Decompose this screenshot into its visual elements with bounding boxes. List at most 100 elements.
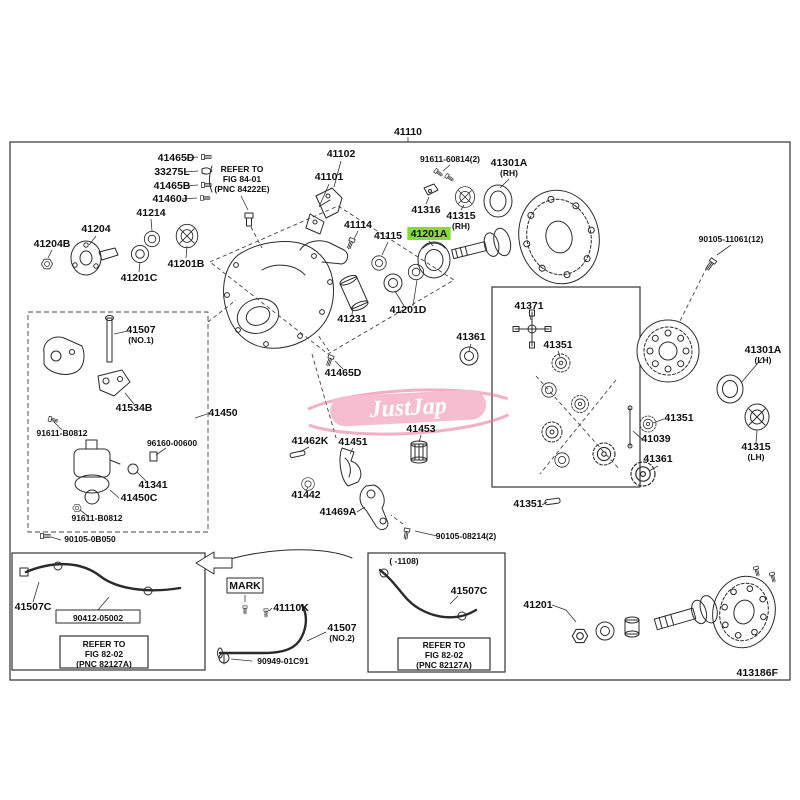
watermark-text: JustJap <box>368 393 448 423</box>
side-gear-41351-top <box>551 353 571 373</box>
part-label-41442: 41442 <box>291 489 320 501</box>
part-label-41101: 41101 <box>315 171 344 183</box>
bracket-41316-drawing <box>423 183 439 196</box>
part-label-41507C: 41507C <box>15 601 52 613</box>
highlighted-part-marker <box>407 227 451 240</box>
top-left-leader-lines <box>181 156 249 211</box>
part-label-41115: 41115 <box>374 230 402 242</box>
assembly-axis-dash-2 <box>539 379 617 475</box>
washer-in-box-1 <box>541 382 557 398</box>
breather-tube-41507 <box>106 317 113 363</box>
part-label-RH: (RH) <box>500 168 518 178</box>
breather-plug-icon <box>244 212 254 227</box>
bearing-41201B <box>175 223 199 249</box>
dust-deflector-41214 <box>143 230 161 248</box>
part-label-91611-608142: 91611-60814(2) <box>420 154 480 164</box>
pinion-gear-in-box-1 <box>571 395 589 413</box>
part-label-PNC84222E: (PNC 84222E) <box>214 184 269 194</box>
diagram-border <box>9 141 791 681</box>
carrier-dashed-outline <box>209 205 455 355</box>
differential-case-drawing <box>636 319 700 383</box>
gear-41361-right <box>630 461 656 487</box>
part-label-MARK: MARK <box>229 580 261 592</box>
actuator-41450C-drawing <box>73 439 121 505</box>
part-label-41371: 41371 <box>514 300 543 312</box>
bearing-cap-drawing <box>305 187 343 235</box>
watermark-swoosh-top <box>307 388 509 411</box>
final-drive-41201-drawing <box>571 565 777 649</box>
part-label-413186F: 413186F <box>737 667 779 679</box>
shim-41351-bottom <box>544 497 561 506</box>
part-label-NO1: (NO.1) <box>128 335 154 345</box>
side-gear-in-box <box>592 442 616 466</box>
part-label-41465B: 41465B <box>154 180 191 192</box>
part-label-41361: 41361 <box>456 331 485 343</box>
companion-flange-drawing <box>70 240 119 276</box>
left-arrow-icon <box>195 551 233 575</box>
case-leaders <box>740 356 764 444</box>
part-label-41201C: 41201C <box>121 272 158 284</box>
part-label-41465D: 41465D <box>158 152 195 164</box>
part-label-41201B: 41201B <box>168 258 205 270</box>
hose-right-leader <box>449 595 459 605</box>
part-label-41534B: 41534B <box>116 402 153 414</box>
part-label-FIG84-01: FIG 84-01 <box>223 174 262 184</box>
lever-41534B-drawing <box>97 369 131 397</box>
part-label-90105-082142: 90105-08214(2) <box>436 531 497 541</box>
part-label-41351: 41351 <box>513 498 542 510</box>
side-gear-41351-right <box>639 415 657 433</box>
part-label-41450C: 41450C <box>121 492 158 504</box>
flange-nut-41204B <box>41 258 53 270</box>
refer-box-right <box>397 637 491 671</box>
internals-box <box>491 286 641 488</box>
part-label-41301A: 41301A <box>491 157 528 169</box>
stud-icon-a <box>752 565 761 578</box>
part-label-41315: 41315 <box>446 210 475 222</box>
part-label-LH: (LH) <box>755 355 772 365</box>
plug-leader-dash <box>250 226 263 249</box>
part-label-91611-B0812: 91611-B0812 <box>71 513 122 523</box>
part-label-41316: 41316 <box>411 204 440 216</box>
clip-90949-drawing <box>218 651 230 665</box>
part-label-41453: 41453 <box>406 423 435 435</box>
part-label-41507: 41507 <box>327 622 356 634</box>
part-label-90949-01C91: 90949-01C91 <box>257 656 309 666</box>
part-label-91611-B0812: 91611-B0812 <box>36 428 87 438</box>
pinion-leaders <box>351 230 434 316</box>
spacer-41201D-b <box>407 263 425 281</box>
watermark-band <box>330 389 487 427</box>
part-label-90412-05002: 90412-05002 <box>73 613 123 623</box>
mark-box <box>226 577 264 594</box>
bracket-drawing <box>43 336 85 375</box>
knob-41453-drawing <box>410 440 428 464</box>
stud-icon-b <box>768 571 777 584</box>
part-label-41201D: 41201D <box>390 304 427 316</box>
justjap-watermark: JustJap <box>307 388 510 436</box>
link-dash-down <box>311 353 337 439</box>
pinion-bearing-41201A-drawing <box>417 241 451 279</box>
differential-carrier-drawing <box>223 240 349 349</box>
bolt-91611-a <box>433 168 445 178</box>
part-label-41204B: 41204B <box>34 238 71 250</box>
pinion-shaft-41039-drawing <box>627 405 633 449</box>
bolt-91611-B0812-lower <box>72 504 82 512</box>
ring-gear-drawing <box>518 189 600 285</box>
part-label-41451: 41451 <box>338 436 367 448</box>
left-box-leaders <box>50 330 208 541</box>
part-label-41462K: 41462K <box>292 435 329 447</box>
bolt-90105-0B050 <box>40 533 52 539</box>
bolt-41114 <box>345 237 356 251</box>
cylinder-41231-drawing <box>339 274 369 312</box>
shift-fork-41451-drawing <box>339 447 362 487</box>
part-label-41039: 41039 <box>641 433 670 445</box>
part-label-NO2: (NO.2) <box>329 633 355 643</box>
part-label-41469A: 41469A <box>320 506 357 518</box>
watermark-swoosh-bottom <box>308 413 510 436</box>
lever-41469A-drawing <box>359 484 389 531</box>
part-label-41460J: 41460J <box>152 193 187 205</box>
part-label--1108: ( -1108) <box>389 556 418 566</box>
bolt-dash <box>317 334 330 352</box>
hose-box-right <box>367 552 506 673</box>
